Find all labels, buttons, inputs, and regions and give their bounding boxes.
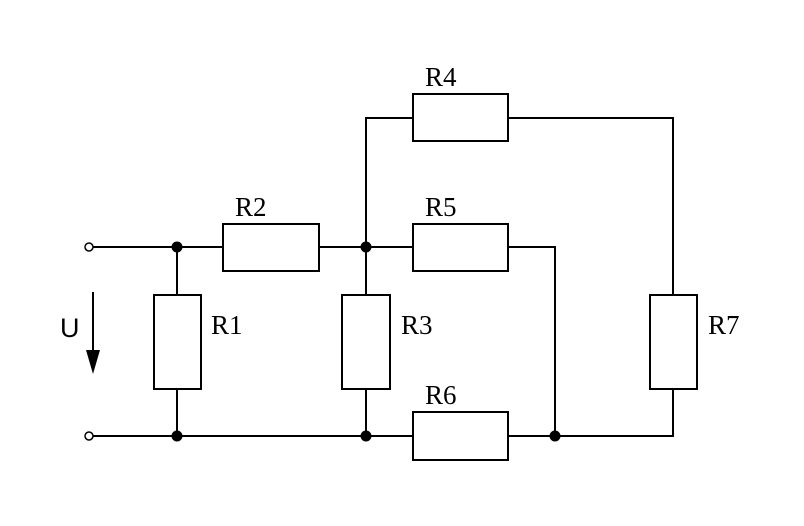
wire-r4-r7 [507, 117, 674, 296]
label-r4: R4 [425, 62, 457, 92]
resistor-r3 [341, 294, 391, 390]
resistor-r4 [412, 93, 509, 142]
junction-node [360, 430, 372, 442]
label-r7: R7 [708, 310, 740, 340]
junction-node [171, 241, 183, 253]
terminal-bottom [84, 431, 94, 441]
wire-r5-down [507, 246, 556, 437]
resistor-r5 [412, 223, 509, 272]
wire-r6-r7 [507, 389, 674, 437]
input-terminals [84, 242, 94, 441]
voltage-arrow-icon [86, 292, 100, 374]
label-r3: R3 [401, 310, 433, 340]
resistor-r2 [222, 223, 320, 272]
resistors [153, 93, 698, 461]
label-r1: R1 [211, 310, 243, 340]
resistor-r1 [153, 294, 202, 390]
terminal-top [84, 242, 94, 252]
wires [92, 117, 674, 437]
wire-r4-left-r3-top [365, 117, 414, 296]
resistor-r6 [412, 411, 509, 461]
label-r5: R5 [425, 192, 457, 222]
junction-nodes [171, 241, 561, 442]
junction-node [549, 430, 561, 442]
label-r2: R2 [235, 192, 267, 222]
resistor-r7 [649, 294, 698, 390]
voltage-label: U [60, 313, 80, 343]
label-r6: R6 [425, 380, 457, 410]
junction-node [171, 430, 183, 442]
junction-node [360, 241, 372, 253]
